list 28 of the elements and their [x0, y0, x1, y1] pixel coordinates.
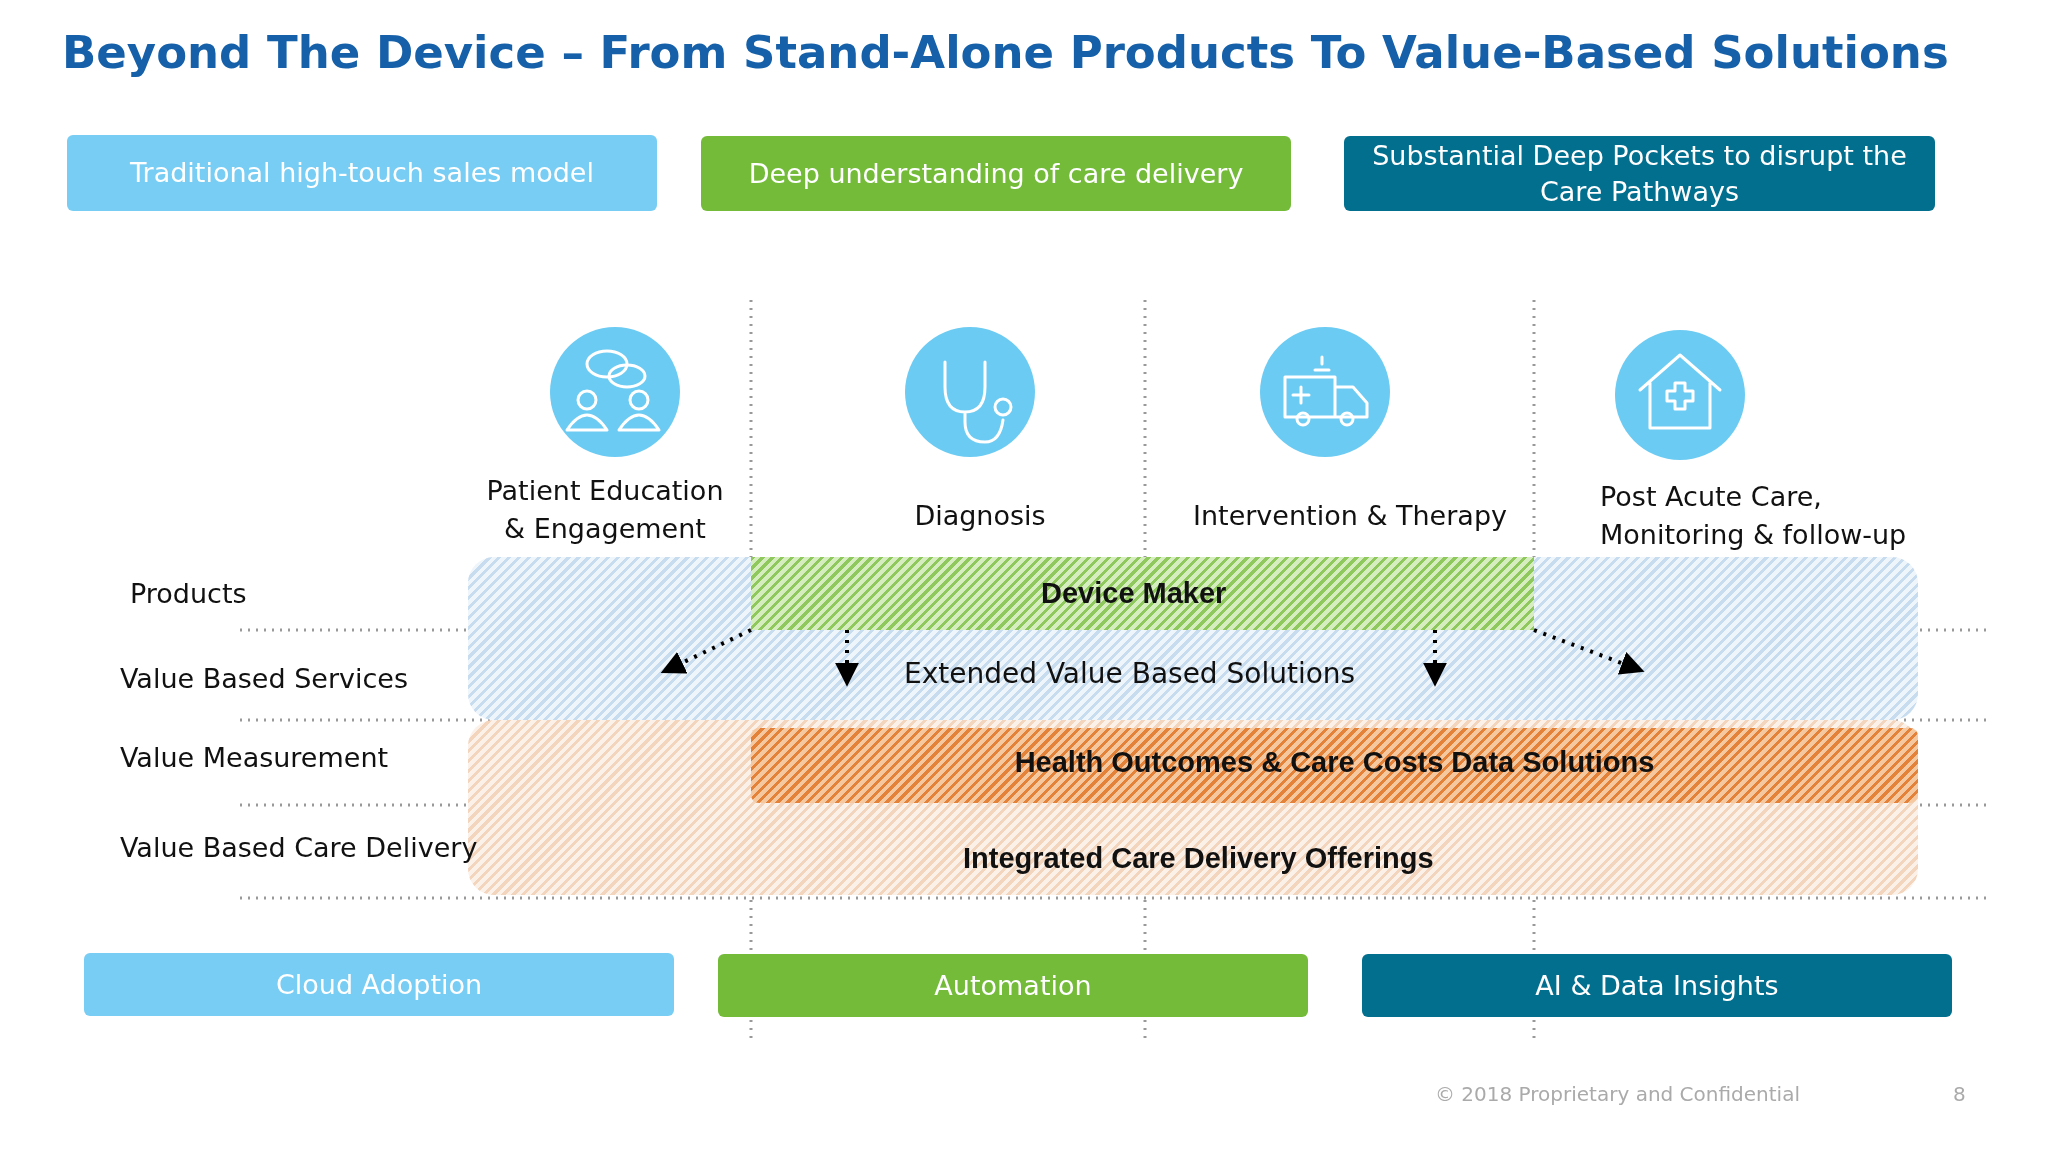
- banner-box: Cloud Adoption: [84, 953, 674, 1016]
- stage-label: Intervention & Therapy: [1192, 499, 1508, 533]
- band-label: Device Maker: [1041, 577, 1227, 610]
- arrow: [1423, 630, 1447, 687]
- slide-title: Beyond The Device – From Stand-Alone Products To Value-Based Solutions: [62, 26, 1949, 79]
- footer-text: © 2018 Proprietary and Confidential: [1435, 1082, 1800, 1106]
- band: [751, 728, 1918, 803]
- band-label: Integrated Care Delivery Offerings: [963, 842, 1434, 875]
- row-label: Products: [130, 578, 247, 609]
- band: [468, 557, 1918, 720]
- band: [751, 557, 1534, 630]
- row-label: Value Based Services: [120, 663, 409, 694]
- banner-box: Automation: [718, 954, 1308, 1017]
- stage-label: Post Acute Care, Monitoring & follow-up: [1600, 480, 1908, 552]
- row-label: Value Measurement: [120, 742, 389, 773]
- arrow: [1533, 628, 1645, 675]
- stage-label: Patient Education & Engagement: [485, 474, 725, 546]
- band-label: Health Outcomes & Care Costs Data Solutions: [1013, 746, 1656, 779]
- stage-label: Diagnosis: [913, 499, 1047, 533]
- banner-box: Deep understanding of care delivery: [701, 136, 1291, 211]
- banner-box: Traditional high-touch sales model: [67, 135, 657, 211]
- band-label: Extended Value Based Solutions: [904, 657, 1356, 690]
- banner-box: Substantial Deep Pockets to disrupt the Care Pathways: [1344, 136, 1935, 211]
- arrow: [660, 628, 752, 674]
- banner-box: AI & Data Insights: [1362, 954, 1952, 1017]
- page-number: 8: [1953, 1082, 1966, 1106]
- row-label: Value Based Care Delivery: [120, 832, 478, 863]
- arrow: [835, 630, 859, 687]
